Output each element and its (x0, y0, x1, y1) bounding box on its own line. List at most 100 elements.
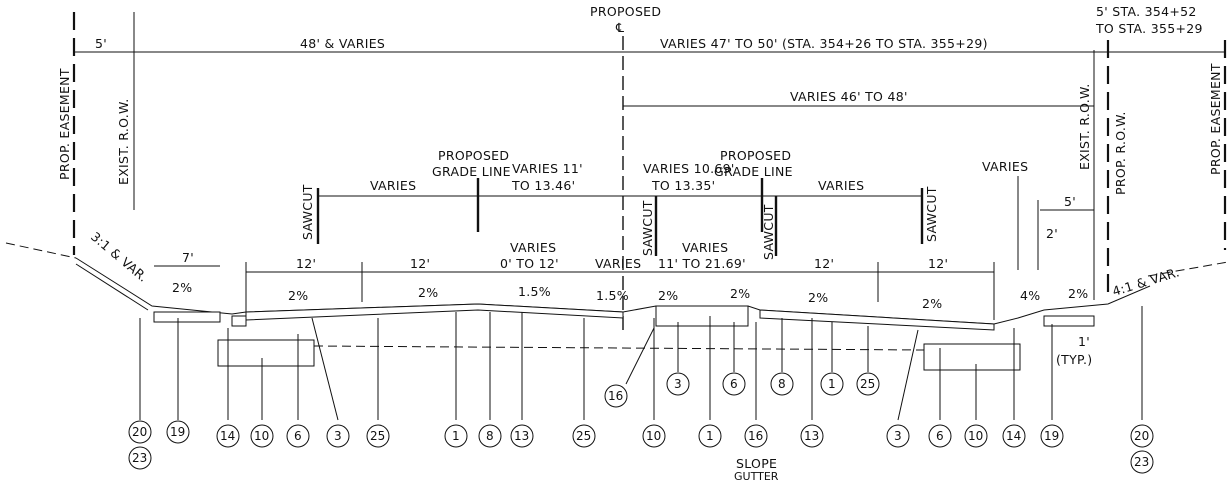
grade-line-left-2: GRADE LINE (432, 164, 511, 179)
callout-16-a-label: 16 (748, 429, 763, 443)
side-slope-right: 4:1 & VAR. (1110, 264, 1181, 299)
base-right (923, 343, 1021, 371)
pavement-left (245, 303, 624, 321)
dim-mid-varies-far-right: VARIES (982, 159, 1028, 174)
dim-mid-varies-right: VARIES (818, 178, 864, 193)
callout-10-left-label: 10 (254, 429, 269, 443)
callout-13-b-label: 13 (804, 429, 819, 443)
prop-row-right-label: PROP. R.O.W. (1113, 111, 1128, 195)
callout-1-mid-label: 1 (828, 377, 836, 391)
dim-mid-two-right: 2' (1046, 226, 1058, 241)
callout-20-right-label: 20 (1134, 429, 1149, 443)
station-note-line1: 5' STA. 354+52 (1096, 4, 1197, 19)
callout-10-right-label: 10 (968, 429, 983, 443)
callout-3-left (326, 424, 350, 448)
dim-right-46-48: VARIES 46' TO 48' (790, 89, 908, 104)
slope-gutter-label-2: GUTTER (734, 470, 779, 481)
callout-23-right-label: 23 (1134, 455, 1149, 469)
dim-varies-0-12-bot: 0' TO 12' (500, 256, 559, 271)
dim-left-48: 48' & VARIES (300, 36, 385, 51)
centerline-proposed-label: PROPOSED (590, 4, 661, 19)
callout-25-mid-label: 25 (860, 377, 875, 391)
callout-6-left (286, 424, 310, 448)
dim-twelve-3: 12' (814, 256, 834, 271)
callout-16-b-label: 16 (608, 389, 623, 403)
side-slope-left: 3:1 & VAR. (88, 229, 151, 285)
dim-varies-11-2169-bot: 11' TO 21.69' (658, 256, 746, 271)
slope-left-bot (75, 263, 149, 311)
callout-1-a (444, 424, 468, 448)
callout-10-b (642, 424, 666, 448)
callout-6-mid (722, 372, 746, 396)
callout-19-left-label: 19 (170, 425, 185, 439)
callout-14-left-label: 14 (220, 429, 235, 443)
callout-6-left-label: 6 (294, 429, 302, 443)
gutter-left (231, 315, 247, 327)
slope-11: 2% (1068, 286, 1088, 301)
callout-1-a-label: 1 (452, 429, 460, 443)
slope-gutter-label-1: SLOPE (736, 456, 777, 471)
callout-16-b (604, 384, 628, 408)
grade-line-left-1: PROPOSED (438, 148, 509, 163)
callout-8-a-label: 8 (486, 429, 494, 443)
existing-ground-left (5, 242, 77, 259)
exist-row-right-label: EXIST. R.O.W. (1077, 84, 1092, 171)
dim-left-5: 5' (95, 36, 107, 51)
exist-row-left-label: EXIST. R.O.W. (116, 99, 131, 186)
dim-twelve-2: 12' (410, 256, 430, 271)
grade-line-right-2: GRADE LINE (714, 164, 793, 179)
curb-right (1043, 315, 1095, 327)
callout-leaders (139, 306, 1143, 421)
dim-varies-11-2169-top: VARIES (682, 240, 728, 255)
sawcut-left-label: SAWCUT (300, 184, 315, 240)
callout-3-mid-label: 3 (674, 377, 682, 391)
callout-1-mid (820, 372, 844, 396)
slope-8: 2% (808, 290, 828, 305)
callout-14-left (216, 424, 240, 448)
slope-2: 2% (288, 288, 308, 303)
dim-mid-varies-left: VARIES (370, 178, 416, 193)
grade-line-right-1: PROPOSED (720, 148, 791, 163)
callout-20-right (1130, 424, 1154, 448)
slope-7: 2% (730, 286, 750, 301)
curb-left (153, 311, 221, 323)
callout-6-right (928, 424, 952, 448)
centerline-symbol: ℄ (615, 20, 624, 35)
slope-3: 2% (418, 285, 438, 300)
slope-9: 2% (922, 296, 942, 311)
callout-10-b-label: 10 (646, 429, 661, 443)
callout-8-a (478, 424, 502, 448)
callout-23-left (128, 446, 152, 470)
callout-8-mid (770, 372, 794, 396)
dim-mid-varies-1069-1: VARIES 10.69' (643, 161, 735, 176)
callout-25-mid (856, 372, 880, 396)
callout-8-mid-label: 8 (778, 377, 786, 391)
dim-mid-varies-11-2: TO 13.46' (511, 178, 575, 193)
dim-varies-small: VARIES (595, 256, 641, 271)
dim-twelve-1: 12' (296, 256, 316, 271)
sawcut-center-label: SAWCUT (640, 200, 655, 256)
callout-3-right-label: 3 (894, 429, 902, 443)
callout-20-left-label: 20 (132, 425, 147, 439)
base-left (217, 339, 315, 367)
sawcut-center2-label: SAWCUT (761, 204, 776, 260)
slope-4: 1.5% (518, 284, 551, 299)
callout-25-b-label: 25 (576, 429, 591, 443)
one-typ-b: (TYP.) (1056, 352, 1092, 367)
dim-twelve-4: 12' (928, 256, 948, 271)
callout-13-b (800, 424, 824, 448)
callout-6-mid-label: 6 (730, 377, 738, 391)
callout-20-left (128, 420, 152, 444)
dim-varies-0-12-top: VARIES (510, 240, 556, 255)
callout-10-left (250, 424, 274, 448)
sawcut-right-label: SAWCUT (924, 186, 939, 242)
dim-mid-varies-11-1: VARIES 11' (512, 161, 583, 176)
callout-14-right (1002, 424, 1026, 448)
dim-mid-five-right: 5' (1064, 194, 1076, 209)
dim-seven: 7' (182, 250, 194, 265)
callout-25-b (572, 424, 596, 448)
slope-5: 1.5% (596, 288, 629, 303)
callout-19-left (166, 420, 190, 444)
slope-10: 4% (1020, 288, 1040, 303)
